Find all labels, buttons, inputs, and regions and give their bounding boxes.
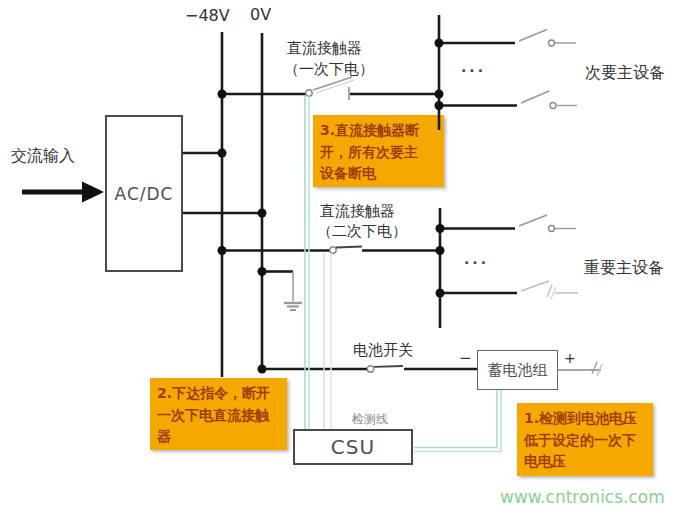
bus1-switch2 — [521, 91, 577, 109]
watermark: www.cntronics.com — [500, 487, 665, 507]
battery-plus-label: + — [564, 350, 576, 366]
ground-symbol — [284, 272, 302, 311]
bus2-ellipsis: ··· — [464, 255, 489, 271]
secondary-contactor-switch — [330, 247, 362, 254]
primary-contactor-label-line2: （一次下电） — [284, 60, 374, 79]
bus1-ellipsis: ··· — [461, 63, 486, 79]
ac-input-arrow — [22, 182, 104, 203]
battery-switch — [367, 366, 403, 372]
primary-contactor-label-line1: 直流接触器 — [287, 39, 362, 58]
csu-box-label: CSU — [331, 435, 375, 459]
battery-minus-label: − — [459, 349, 472, 367]
secondary-equipment-label: 次要主设备 — [585, 63, 665, 84]
acdc-box-label: AC/DC — [115, 184, 174, 204]
primary-contactor-switch — [306, 77, 354, 100]
acdc-box: AC/DC — [105, 115, 183, 272]
zero-volt-label: 0V — [250, 5, 271, 24]
battery-box-label: 蓄电池组 — [488, 361, 548, 380]
ac-input-label: 交流输入 — [11, 146, 75, 167]
csu-box: CSU — [293, 429, 413, 465]
detect-line-label: 检测线 — [352, 411, 388, 428]
battery-switch-label: 电池开关 — [353, 341, 413, 360]
bus1-switch1 — [519, 30, 576, 47]
neg48-label: −48V — [185, 6, 230, 25]
bus2-switch1 — [519, 215, 576, 232]
primary-equipment-label: 重要主设备 — [584, 258, 664, 279]
battery-box: 蓄电池组 — [477, 350, 558, 390]
bus2-switch2 — [521, 281, 578, 299]
secondary-contactor-label-line2: （二次下电） — [317, 222, 407, 241]
detection-lines — [305, 96, 501, 452]
secondary-contactor-label-line1: 直流接触器 — [320, 202, 395, 221]
